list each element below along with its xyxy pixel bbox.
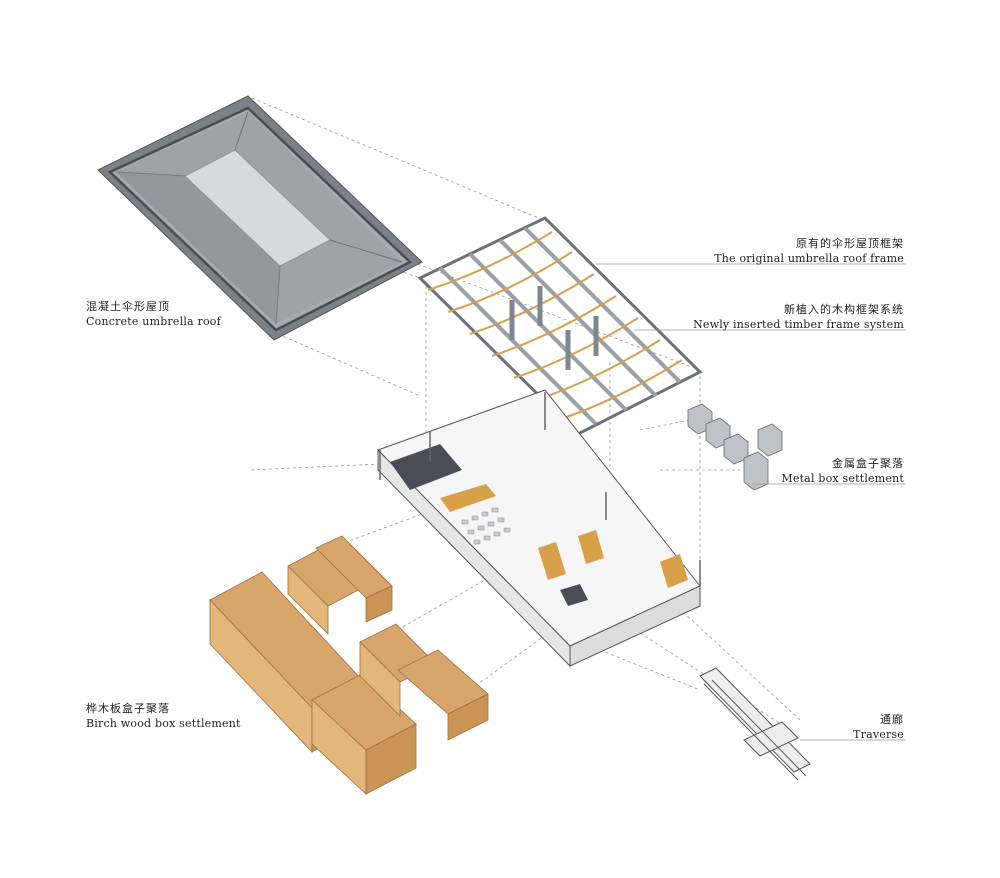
label-traverse: 通廊 Traverse bbox=[853, 712, 904, 742]
label-zh: 混凝土伞形屋顶 bbox=[86, 300, 170, 313]
label-original-roof-frame: 原有的伞形屋顶框架 The original umbrella roof fra… bbox=[714, 236, 904, 266]
ground-floor-plan bbox=[377, 389, 701, 668]
label-zh: 金属盒子聚落 bbox=[832, 457, 904, 470]
metal-box-settlement bbox=[687, 403, 783, 491]
label-en: Traverse bbox=[853, 728, 904, 741]
leader-lines bbox=[596, 263, 906, 741]
label-zh: 通廊 bbox=[880, 713, 904, 726]
roof-frame bbox=[417, 216, 703, 436]
label-metal-box-settlement: 金属盒子聚落 Metal box settlement bbox=[781, 456, 904, 486]
concrete-umbrella-roof bbox=[97, 95, 423, 341]
label-en: Metal box settlement bbox=[781, 472, 904, 485]
label-zh: 新植入的木构框架系统 bbox=[784, 303, 904, 316]
label-en: Newly inserted timber frame system bbox=[693, 318, 904, 331]
label-en: Concrete umbrella roof bbox=[86, 315, 221, 328]
label-en: The original umbrella roof frame bbox=[714, 252, 904, 265]
label-timber-frame-system: 新植入的木构框架系统 Newly inserted timber frame s… bbox=[693, 302, 904, 332]
label-concrete-umbrella-roof: 混凝土伞形屋顶 Concrete umbrella roof bbox=[86, 299, 221, 329]
label-en: Birch wood box settlement bbox=[86, 717, 241, 730]
label-zh: 原有的伞形屋顶框架 bbox=[796, 237, 904, 250]
traverse-corridor bbox=[699, 667, 811, 781]
label-zh: 桦木板盒子聚落 bbox=[86, 702, 170, 715]
label-birch-wood-box-settlement: 桦木板盒子聚落 Birch wood box settlement bbox=[86, 701, 241, 731]
birch-wood-box-settlement bbox=[209, 535, 489, 795]
